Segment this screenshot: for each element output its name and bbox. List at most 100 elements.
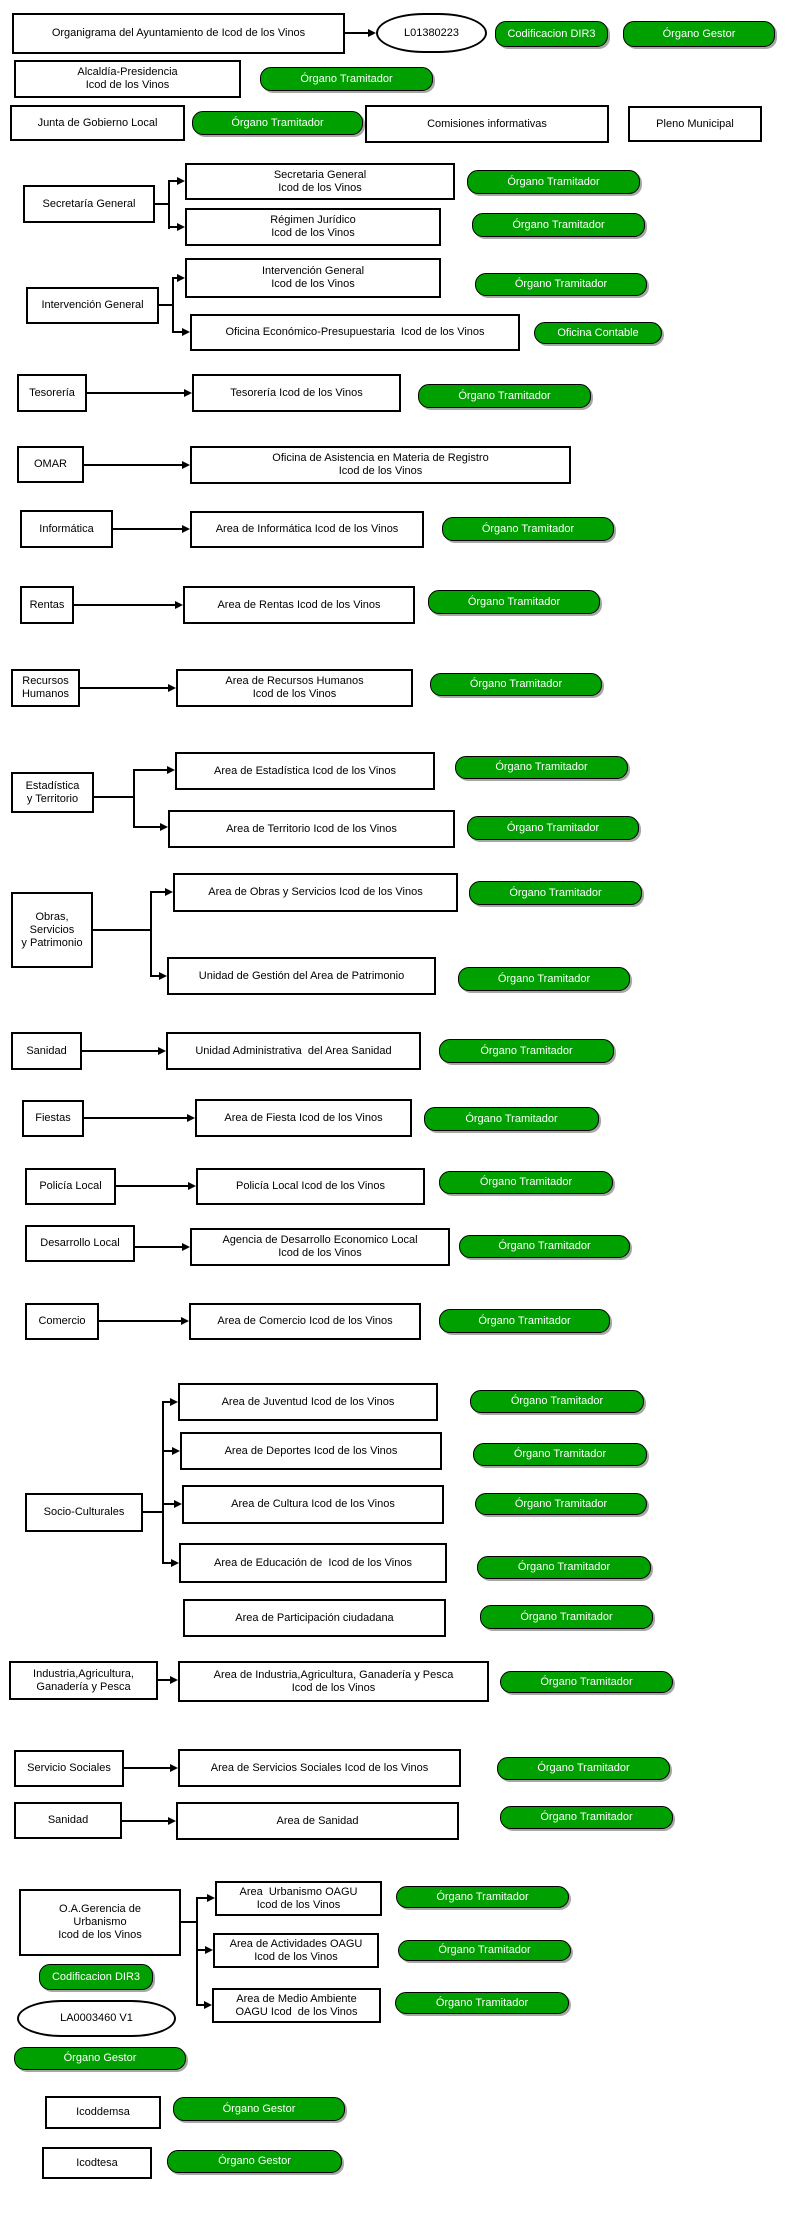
connector-line — [196, 2004, 205, 2006]
box-sanidad2-child: Area de Sanidad — [176, 1802, 459, 1840]
badge-organo-tramitador-alcaldia: Órgano Tramitador — [260, 67, 433, 91]
box-junta-gobierno-local: Junta de Gobierno Local — [10, 105, 185, 141]
box-educacion-child: Area de Educación de Icod de los Vinos — [179, 1543, 447, 1583]
connector-line — [94, 796, 133, 798]
box-secretaria-general-child: Secretaria General Icod de los Vinos — [185, 163, 455, 200]
badge-organo-tramitador-intervencion: Órgano Tramitador — [475, 273, 647, 296]
connector-line — [87, 392, 185, 394]
badge-oficina-contable: Oficina Contable — [534, 322, 662, 344]
badge-organo-tramitador-juventud: Órgano Tramitador — [470, 1390, 644, 1413]
box-secretaria-general-left: Secretaría General — [23, 185, 155, 223]
badge-organo-tramitador-junta: Órgano Tramitador — [192, 111, 363, 135]
connector-line — [133, 826, 161, 828]
connector-line — [116, 1185, 189, 1187]
connector-line — [158, 1679, 171, 1681]
arrowhead-icon — [175, 601, 183, 609]
badge-organo-tramitador-deportes: Órgano Tramitador — [473, 1443, 647, 1466]
connector-line — [162, 1450, 173, 1452]
badge-organo-gestor-top: Órgano Gestor — [623, 21, 775, 47]
box-comercio-child: Area de Comercio Icod de los Vinos — [189, 1303, 421, 1340]
arrowhead-icon — [188, 1182, 196, 1190]
arrowhead-icon — [368, 29, 376, 37]
box-icodtesa: Icodtesa — [42, 2147, 152, 2179]
box-omar-left: OMAR — [17, 446, 84, 483]
arrowhead-icon — [182, 1243, 190, 1251]
badge-organo-tramitador-territorio: Órgano Tramitador — [467, 816, 639, 840]
box-estadistica-child: Area de Estadística Icod de los Vinos — [175, 752, 435, 790]
box-desarrollo-local-child: Agencia de Desarrollo Economico Local Ic… — [190, 1228, 450, 1266]
badge-organo-tramitador-industria: Órgano Tramitador — [500, 1671, 673, 1693]
connector-line — [135, 1246, 183, 1248]
arrowhead-icon — [158, 1047, 166, 1055]
connector-line — [122, 1820, 169, 1822]
box-obras-left: Obras, Servicios y Patrimonio — [11, 892, 93, 968]
arrowhead-icon — [168, 684, 176, 692]
box-deportes-child: Area de Deportes Icod de los Vinos — [180, 1432, 442, 1470]
connector-line — [150, 891, 152, 977]
arrowhead-icon — [172, 1447, 180, 1455]
connector-line — [162, 1401, 171, 1403]
box-comisiones-informativas: Comisiones informativas — [365, 105, 609, 143]
arrowhead-icon — [177, 177, 185, 185]
connector-line — [168, 180, 178, 182]
box-comercio-left: Comercio — [25, 1303, 99, 1340]
box-oagu-left: O.A.Gerencia de Urbanismo Icod de los Vi… — [19, 1889, 181, 1956]
box-sanidad2-left: Sanidad — [14, 1802, 122, 1839]
arrowhead-icon — [160, 823, 168, 831]
box-recursos-humanos-child: Area de Recursos Humanos Icod de los Vin… — [176, 669, 413, 707]
connector-line — [181, 1921, 196, 1923]
badge-organo-gestor-oagu: Órgano Gestor — [14, 2047, 186, 2070]
box-desarrollo-local-left: Desarrollo Local — [25, 1225, 135, 1262]
arrowhead-icon — [184, 389, 192, 397]
box-policia-child: Policía Local Icod de los Vinos — [196, 1168, 425, 1205]
arrowhead-icon — [177, 223, 185, 231]
title-box: Organigrama del Ayuntamiento de Icod de … — [12, 13, 345, 54]
arrowhead-icon — [205, 1946, 213, 1954]
arrowhead-icon — [167, 766, 175, 774]
box-informatica-left: Informática — [20, 510, 113, 548]
badge-organo-tramitador-informatica: Órgano Tramitador — [442, 517, 614, 541]
badge-codificacion-dir3-oagu: Codificacion DIR3 — [39, 1964, 153, 1990]
arrowhead-icon — [168, 1817, 176, 1825]
arrowhead-icon — [165, 888, 173, 896]
connector-line — [162, 1503, 175, 1505]
connector-line — [172, 277, 178, 279]
box-servicio-sociales-left: Servicio Sociales — [14, 1750, 124, 1787]
connector-line — [150, 891, 166, 893]
box-industria-left: Industria,Agricultura, Ganadería y Pesca — [9, 1661, 158, 1700]
box-territorio-child: Area de Territorio Icod de los Vinos — [168, 810, 455, 848]
connector-line — [172, 331, 183, 333]
connector-line — [162, 1401, 164, 1564]
box-icoddemsa: Icoddemsa — [45, 2096, 161, 2129]
arrowhead-icon — [177, 274, 185, 282]
box-actividades-oagu-child: Area de Actividades OAGU Icod de los Vin… — [213, 1933, 379, 1968]
arrowhead-icon — [204, 2001, 212, 2009]
connector-line — [196, 1949, 206, 1951]
connector-line — [99, 1320, 182, 1322]
connector-line — [80, 687, 169, 689]
arrowhead-icon — [170, 1764, 178, 1772]
box-recursos-humanos-left: Recursos Humanos — [11, 669, 80, 707]
connector-line — [168, 226, 178, 228]
connector-line — [162, 1562, 172, 1564]
box-intervencion-general-left: Intervención General — [26, 287, 159, 324]
arrowhead-icon — [182, 328, 190, 336]
box-informatica-child: Area de Informática Icod de los Vinos — [190, 511, 424, 548]
connector-line — [124, 1767, 171, 1769]
connector-line — [150, 975, 160, 977]
box-socio-culturales-left: Socio-Culturales — [25, 1493, 143, 1532]
badge-organo-tramitador-medioambiente: Órgano Tramitador — [395, 1992, 569, 2014]
box-intervencion-general-child: Intervención General Icod de los Vinos — [185, 258, 441, 298]
box-juventud-child: Area de Juventud Icod de los Vinos — [178, 1383, 438, 1421]
connector-line — [159, 304, 172, 306]
badge-organo-tramitador-rentas: Órgano Tramitador — [428, 590, 600, 614]
box-oficina-economico-presupuestaria: Oficina Económico-Presupuestaria Icod de… — [190, 314, 520, 351]
connector-line — [113, 528, 183, 530]
connector-line — [82, 1050, 159, 1052]
box-sanidad1-left: Sanidad — [11, 1032, 82, 1070]
connector-line — [143, 1511, 162, 1513]
connector-line — [345, 32, 370, 34]
badge-organo-tramitador-cultura: Órgano Tramitador — [475, 1493, 647, 1515]
badge-organo-tramitador-obras: Órgano Tramitador — [469, 881, 642, 905]
